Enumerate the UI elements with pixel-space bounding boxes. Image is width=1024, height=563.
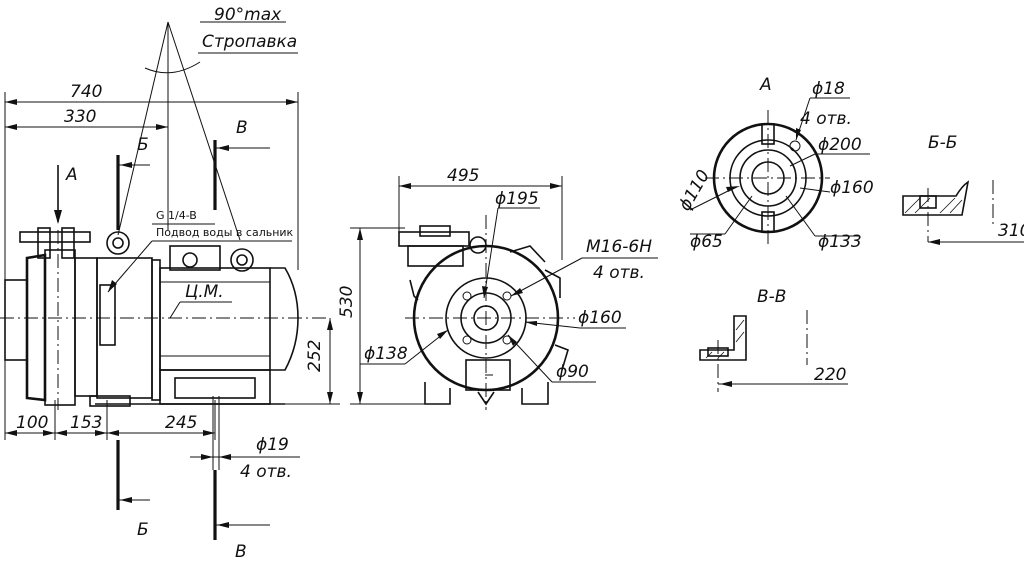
section-b-top: Б	[137, 135, 149, 155]
front-view: 495 530	[337, 166, 658, 410]
section-vv-title: В-В	[757, 287, 786, 307]
dim-100: 100	[16, 413, 48, 433]
section-bb: Б-Б 310	[902, 133, 1024, 245]
d18-label: ϕ18	[812, 79, 845, 99]
hole-count-b-label: 4 отв.	[593, 263, 645, 283]
view-a: А ϕ18 4 отв. ϕ200 ϕ110 ϕ160 ϕ65 ϕ133	[675, 75, 874, 252]
d110-label: ϕ110	[675, 167, 714, 215]
dim-245: 245	[165, 413, 197, 433]
hole-d19-label: ϕ19	[256, 435, 289, 455]
hole-count-c-label: 4 отв.	[800, 109, 852, 129]
dim-220: 220	[814, 365, 846, 385]
section-v-bottom: В	[235, 542, 247, 562]
d160-front-label: ϕ160	[578, 308, 622, 328]
section-bb-title: Б-Б	[928, 133, 957, 153]
d195-label: ϕ195	[495, 189, 539, 209]
d160-view-label: ϕ160	[830, 178, 874, 198]
d65-label: ϕ65	[690, 232, 723, 252]
dim-252: 252	[305, 340, 325, 372]
dim-153: 153	[70, 413, 102, 433]
center-of-mass-label: Ц.М.	[185, 282, 224, 302]
water-supply-label: Подвод воды в сальник	[156, 226, 294, 239]
dim-310: 310	[998, 221, 1024, 241]
dim-530: 530	[337, 286, 357, 318]
view-a-marker: А	[65, 165, 78, 185]
thread-m16-label: M16-6H	[586, 237, 652, 257]
side-view: 90°max Стропавка 740 330 Б В А	[0, 5, 340, 562]
d90-label: ϕ90	[556, 362, 589, 382]
sling-angle-label: 90°max	[214, 5, 282, 25]
section-b-bottom: Б	[137, 520, 149, 540]
d200-label: ϕ200	[818, 135, 862, 155]
dim-495: 495	[447, 166, 479, 186]
thread-g-label: G 1/4-B	[156, 209, 197, 222]
section-vv: В-В 220	[699, 287, 848, 392]
section-v-top: В	[236, 118, 248, 138]
d138-label: ϕ138	[364, 344, 408, 364]
slinging-label: Стропавка	[202, 32, 297, 52]
dim-740: 740	[70, 82, 102, 102]
dim-330: 330	[64, 107, 96, 127]
view-a-title: А	[759, 75, 772, 95]
hole-count-a-label: 4 отв.	[240, 462, 292, 482]
d133-label: ϕ133	[818, 232, 862, 252]
